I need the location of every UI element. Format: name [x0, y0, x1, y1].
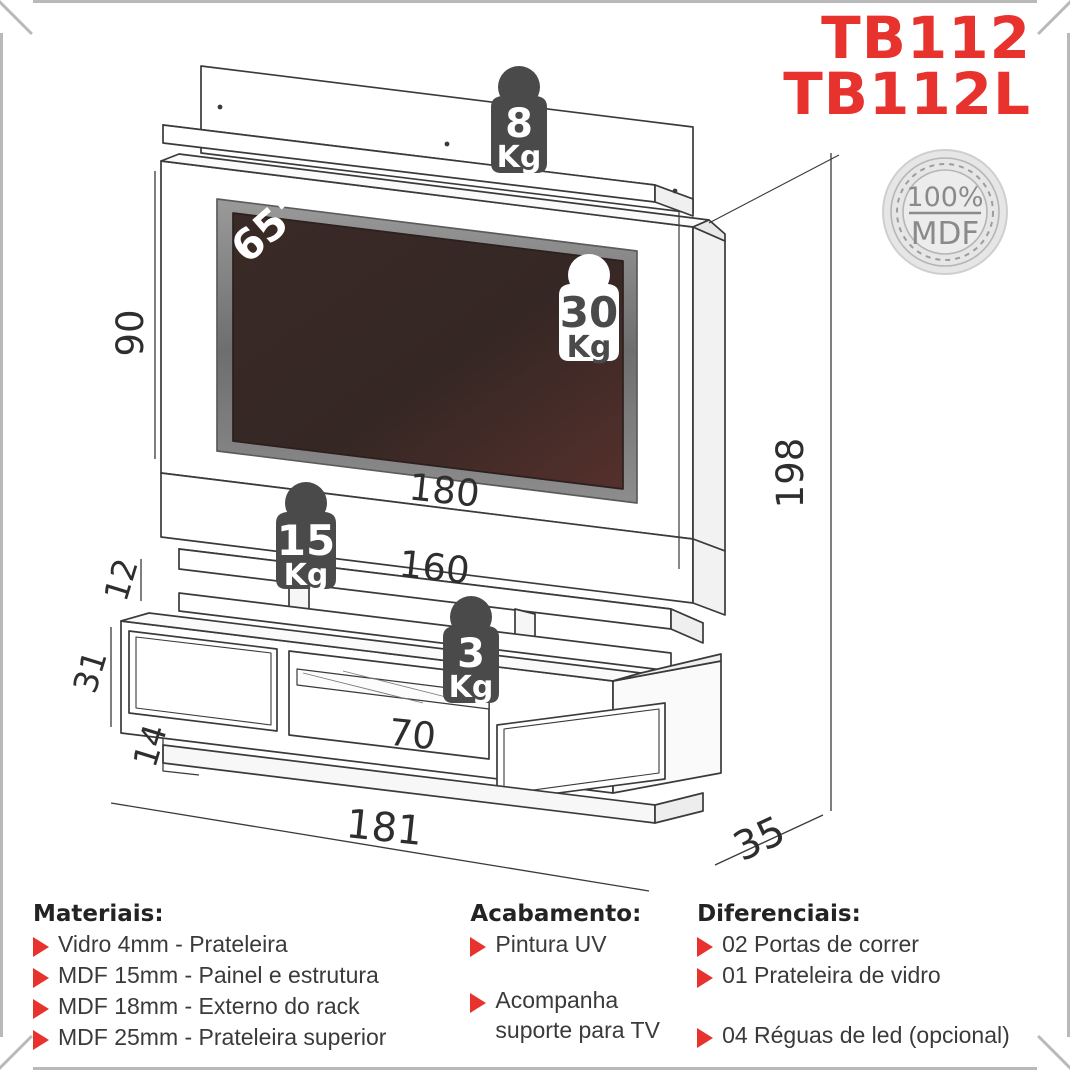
- spec-item-label: Acompanha suporte para TV: [495, 986, 660, 1043]
- spec-item-label: 04 Réguas de led (opcional): [722, 1021, 1010, 1048]
- panel-lower-right: [692, 538, 726, 616]
- panel-right-side: [692, 226, 726, 552]
- load-tag-unit: Kg: [497, 140, 542, 175]
- dim-line-14: [162, 739, 200, 776]
- rack-unit: [120, 548, 722, 824]
- mdf-seal-badge: 100% MDF: [882, 149, 1008, 275]
- rack-door-right-inner: [503, 708, 660, 795]
- glass-shelf-reflection: [302, 670, 459, 704]
- dim-line-181: [110, 802, 650, 892]
- seal-top-text: 100%: [906, 182, 983, 213]
- dimension-total-width: 181: [344, 801, 425, 855]
- load-tag-8kg: 8 Kg: [491, 66, 547, 175]
- dimension-total-height: 198: [769, 438, 812, 509]
- spec-item-material: Vidro 4mm - Prateleira: [33, 930, 470, 960]
- spec-column-materiais: Materiais: Vidro 4mm - Prateleira MDF 15…: [33, 901, 470, 1054]
- load-tag-30kg: 30 Kg: [559, 254, 619, 365]
- spec-item-label: MDF 25mm - Prateleira superior: [58, 1023, 387, 1050]
- load-tag-unit: Kg: [449, 670, 494, 705]
- spec-item-label: MDF 15mm - Painel e estrutura: [58, 961, 379, 988]
- spec-column-diferenciais: Diferenciais: 02 Portas de correr 01 Pra…: [697, 901, 1045, 1052]
- model-code-block: TB112 TB112L: [783, 4, 1031, 128]
- load-tag-value: 8: [505, 101, 533, 147]
- rack-door-left-inner: [135, 636, 272, 726]
- load-tag-3kg: 3 Kg: [443, 596, 499, 705]
- triangle-bullet-icon: [33, 967, 49, 988]
- triangle-bullet-icon: [33, 998, 49, 1019]
- top-shelf-right-edge: [654, 184, 694, 217]
- dimension-tv-width: 180: [407, 465, 482, 515]
- dimension-lines: [110, 153, 840, 892]
- triangle-bullet-icon: [33, 937, 49, 957]
- fixing-dot-center: [444, 141, 450, 147]
- seal-ring-outer: [890, 157, 1000, 267]
- specifications-footer: Materiais: Vidro 4mm - Prateleira MDF 15…: [3, 901, 1067, 1061]
- spec-item-label: 01 Prateleira de vidro: [722, 961, 941, 988]
- dim-leader-198-top: [708, 154, 840, 224]
- spec-item-material: MDF 15mm - Painel e estrutura: [33, 961, 470, 991]
- dimension-shelf-width: 160: [397, 542, 472, 592]
- seal-ring-dashed: [896, 163, 994, 261]
- load-tag-unit: Kg: [284, 558, 329, 593]
- triangle-bullet-icon: [697, 937, 714, 957]
- dimension-upper-rack-height: 12: [96, 554, 146, 606]
- load-tag-unit: Kg: [567, 330, 612, 365]
- television: [216, 198, 638, 504]
- spec-title-acabamento: Acabamento:: [470, 901, 642, 927]
- spec-item-diferencial: 01 Prateleira de vidro: [697, 961, 1045, 991]
- spec-item-material: MDF 25mm - Prateleira superior: [33, 1023, 470, 1053]
- load-tag-value: 3: [457, 631, 485, 677]
- load-tag-15kg: 15 Kg: [276, 482, 336, 593]
- load-tag-body: [276, 506, 336, 589]
- load-tag-value: 30: [560, 288, 618, 337]
- frame-corner-bottom-left: [0, 1037, 33, 1071]
- load-tag-body: [559, 278, 619, 361]
- spec-item-diferencial: 02 Portas de correr: [697, 930, 1045, 960]
- spec-item-label: Vidro 4mm - Prateleira: [58, 931, 288, 957]
- triangle-bullet-icon: [470, 992, 487, 1013]
- frame-corner-top-left: [0, 0, 33, 33]
- model-code-primary: TB112: [821, 4, 1031, 72]
- triangle-bullet-icon: [697, 1027, 714, 1048]
- seal-bottom-text: MDF: [911, 216, 979, 252]
- load-tag-body: [491, 90, 547, 173]
- spec-item-acabamento: Acompanha suporte para TV: [470, 986, 697, 1046]
- spec-item-material: MDF 18mm - Externo do rack: [33, 992, 470, 1022]
- panel-corner-top-right: [692, 219, 726, 242]
- spec-item-label: MDF 18mm - Externo do rack: [58, 992, 360, 1019]
- spec-item-acabamento: Pintura UV: [470, 930, 697, 960]
- tv-screen: [232, 212, 624, 490]
- load-tag-body: [443, 620, 499, 703]
- glass-shelf: [296, 668, 490, 710]
- triangle-bullet-icon: [697, 967, 714, 988]
- rack-door-right[interactable]: [496, 702, 666, 802]
- spec-item-label: Pintura UV: [495, 931, 607, 957]
- spec-item-diferencial: 04 Réguas de led (opcional): [697, 1021, 1045, 1051]
- triangle-bullet-icon: [470, 937, 487, 957]
- dimension-panel-height: 90: [109, 309, 152, 356]
- dimension-depth: 35: [727, 808, 793, 871]
- rack-plinth-right: [654, 792, 704, 824]
- model-code-secondary: TB112L: [783, 59, 1031, 128]
- product-technical-drawing: 65": [65, 65, 840, 892]
- rack-wing-top-edge: [612, 653, 722, 682]
- spec-item-label: 02 Portas de correr: [722, 931, 919, 957]
- dim-line-35: [714, 814, 824, 866]
- spec-title-materiais: Materiais:: [33, 901, 164, 927]
- spec-column-acabamento: Acabamento: Pintura UV Acompanha suporte…: [470, 901, 697, 1047]
- dimension-door-height: 31: [65, 646, 115, 698]
- spec-title-diferenciais: Diferenciais:: [697, 901, 861, 927]
- fixing-dot-right: [672, 188, 678, 194]
- rack-door-left[interactable]: [128, 630, 278, 732]
- top-shelf-assembly: [162, 65, 694, 217]
- rack-top-right-edge: [670, 608, 704, 644]
- dimension-glass-shelf-width: 70: [387, 711, 438, 759]
- frame-corner-top-right: [1037, 0, 1070, 33]
- frame-corner-bottom-right: [1037, 1037, 1070, 1071]
- triangle-bullet-icon: [33, 1029, 49, 1050]
- fixing-dot-left: [217, 104, 223, 110]
- load-tag-value: 15: [277, 516, 335, 565]
